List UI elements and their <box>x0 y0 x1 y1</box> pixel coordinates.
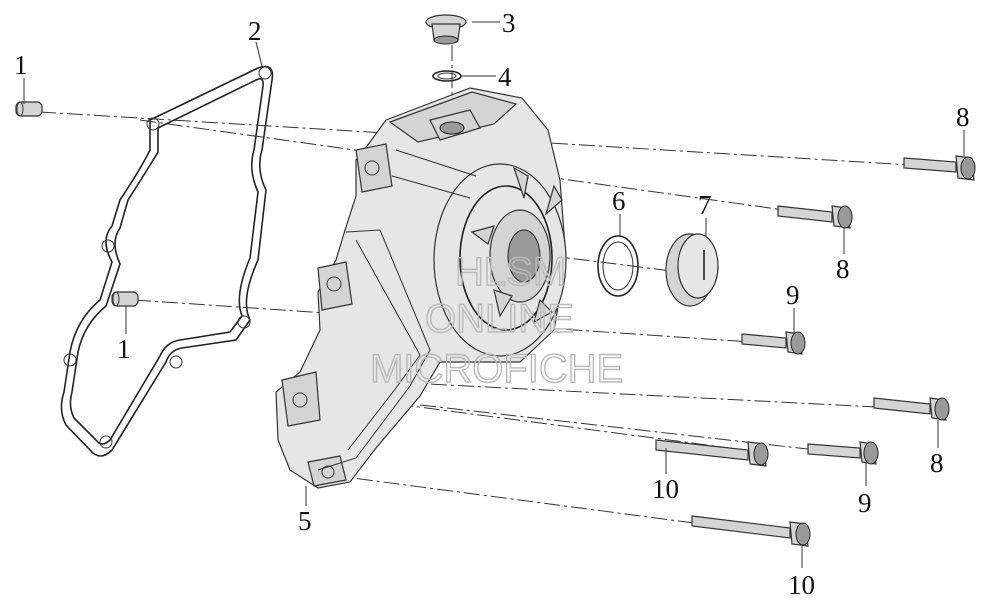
callout-2: 2 <box>248 16 262 46</box>
watermark-line-1: HLSM <box>455 250 566 294</box>
callout-10-lower: 10 <box>788 570 815 600</box>
o-ring-part-6 <box>597 235 639 297</box>
callout-3: 3 <box>502 8 516 38</box>
dowel-pin-lower <box>111 291 139 307</box>
callout-8-middle: 8 <box>836 254 850 284</box>
callout-8-top: 8 <box>956 102 970 132</box>
bolt-part-8-lower <box>873 397 950 421</box>
callout-4: 4 <box>498 62 512 92</box>
callout-1-upper: 1 <box>14 50 28 80</box>
oil-filler-plug-part-3 <box>425 14 467 45</box>
watermark: HLSM ONLINE MICROFICHE <box>369 249 624 391</box>
leader-lines <box>23 21 965 568</box>
bolt-part-8-top <box>903 155 976 181</box>
callout-1-lower: 1 <box>117 334 131 364</box>
bolt-part-10-lower <box>691 515 811 547</box>
o-ring-part-4 <box>432 70 462 82</box>
inspection-cap-part-7 <box>665 233 719 307</box>
callouts: 1 1 2 3 4 5 6 7 8 8 8 9 9 10 10 <box>14 8 970 600</box>
callout-6: 6 <box>612 186 626 216</box>
gasket-part-2 <box>60 65 274 457</box>
left-crankcase-cover-part-5 <box>275 87 567 489</box>
bolt-part-9-upper <box>741 331 806 355</box>
bolt-part-10-upper <box>655 439 769 467</box>
dowel-pin-upper <box>15 101 43 117</box>
callout-7: 7 <box>698 190 712 220</box>
callout-10-upper: 10 <box>652 474 679 504</box>
callout-9-lower: 9 <box>858 488 872 518</box>
watermark-line-2: ONLINE <box>425 297 574 341</box>
callout-9-upper: 9 <box>786 280 800 310</box>
callout-8-lower: 8 <box>930 448 944 478</box>
bolt-part-8-middle <box>777 205 853 229</box>
callout-5: 5 <box>298 506 312 536</box>
bolt-part-9-lower <box>807 441 879 465</box>
watermark-line-3: MICROFICHE <box>370 347 623 391</box>
